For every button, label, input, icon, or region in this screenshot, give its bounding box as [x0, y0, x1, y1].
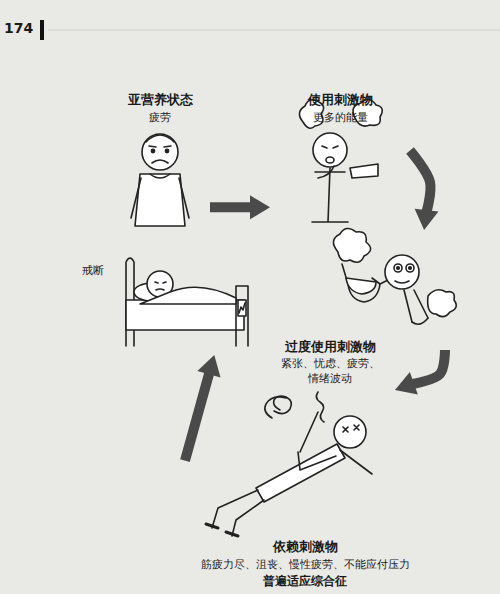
page-bar	[40, 20, 44, 40]
stage-node: 过度使用刺激物紧张、忧虑、疲劳、 情绪波动	[255, 230, 445, 388]
tired-person	[131, 134, 189, 226]
page-number: 174	[4, 21, 33, 35]
stage-node: 亚营养状态疲劳	[110, 88, 210, 230]
cycle-arrow	[410, 150, 438, 230]
cycle-arrow	[395, 350, 445, 395]
stage-description: 普遍适应综合征	[263, 574, 347, 590]
arrow-head	[415, 209, 439, 230]
cycle-arrow	[210, 195, 270, 219]
stage-description: 疲劳	[149, 111, 171, 125]
stage-heading: 亚营养状态	[128, 92, 193, 109]
arrow-shaft	[185, 371, 210, 460]
stage-node: 依赖刺激物筋疲力尽、沮丧、慢性疲劳、不能应付压力普遍适应综合征	[185, 390, 425, 592]
arrow-head	[250, 195, 270, 219]
stage-description: 更多的能量	[313, 111, 368, 125]
collapsed-person	[206, 392, 372, 536]
stage-heading: 依赖刺激物	[273, 539, 338, 556]
bed-figure	[126, 258, 248, 346]
arrow-shaft	[210, 202, 253, 212]
arrow-shaft	[410, 150, 431, 213]
stage-description: 紧张、忧虑、疲劳、 情绪波动	[276, 357, 384, 386]
stage-heading: 过度使用刺激物	[285, 339, 376, 356]
arrow-shaft	[411, 350, 445, 384]
arrow-head	[395, 372, 418, 395]
drinking-person	[299, 99, 382, 222]
page-rule	[48, 30, 500, 31]
cycle-arrow	[185, 355, 221, 461]
stage-heading: 使用刺激物	[308, 92, 373, 109]
stage-description: 筋疲力尽、沮丧、慢性疲劳、不能应付压力	[201, 558, 410, 572]
smoking-person	[333, 228, 456, 324]
stage-heading: 戒断	[82, 264, 104, 278]
stage-node: 戒断	[70, 240, 255, 355]
arrow-head	[197, 355, 220, 377]
stage-node: 使用刺激物更多的能量	[270, 88, 410, 230]
